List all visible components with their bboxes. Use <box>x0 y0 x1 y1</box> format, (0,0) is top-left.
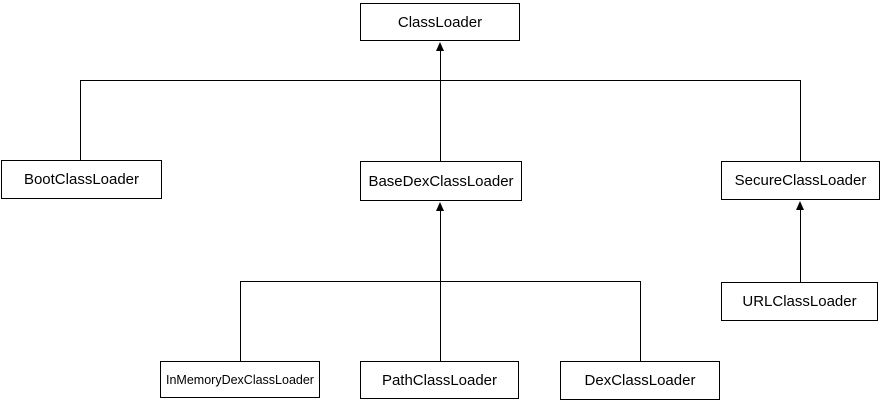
node-classloader: ClassLoader <box>360 3 520 41</box>
connector-basedex-to-classloader <box>440 48 442 161</box>
connector-secureclassloader <box>800 80 802 161</box>
connector-bootclassloader <box>80 80 82 160</box>
arrowhead-up-icon <box>436 202 444 211</box>
node-urlclassloader: URLClassLoader <box>721 282 878 321</box>
connector-dexclassloader <box>640 281 642 361</box>
node-inmemorydexclassloader: InMemoryDexClassLoader <box>160 361 320 398</box>
node-basedexclassloader: BaseDexClassLoader <box>360 161 522 201</box>
node-pathclassloader: PathClassLoader <box>360 361 519 399</box>
node-bootclassloader: BootClassLoader <box>1 160 162 199</box>
connector-inmemorydexclassloader <box>240 281 242 361</box>
arrowhead-up-icon <box>796 201 804 210</box>
node-dexclassloader: DexClassLoader <box>560 361 720 400</box>
node-secureclassloader: SecureClassLoader <box>721 161 880 200</box>
connector-url-to-secure <box>800 207 802 282</box>
arrowhead-up-icon <box>436 42 444 51</box>
connector-path-to-basedex <box>440 208 442 361</box>
